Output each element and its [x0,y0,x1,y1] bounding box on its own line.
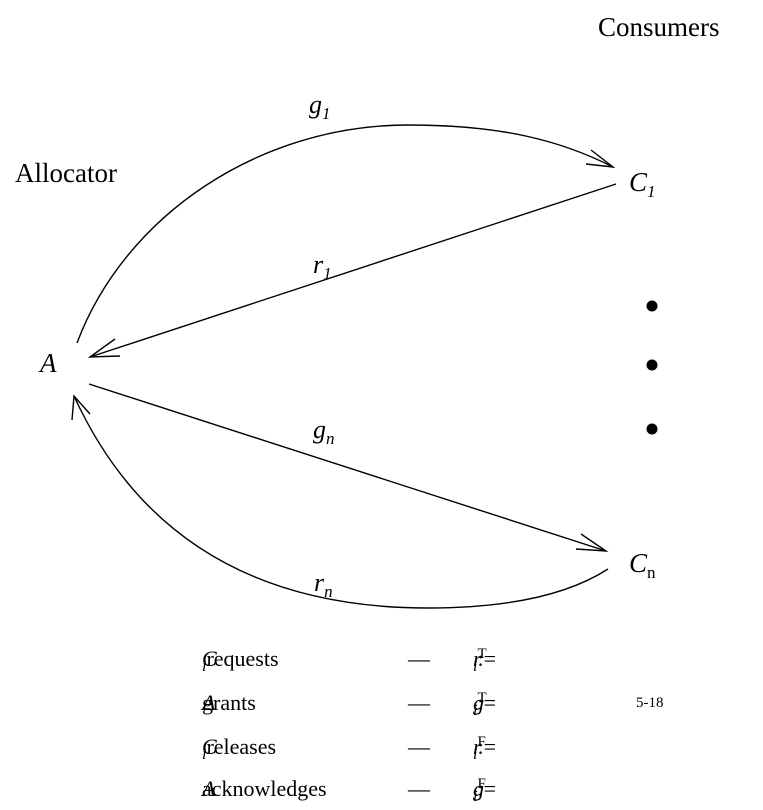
node-consumer-first: C1 [629,167,656,201]
edge-rn [73,395,609,609]
arrowhead-g1 [585,149,616,168]
consumers-heading: Consumers [598,12,720,42]
edge-label-rn-main: r [314,568,325,597]
arrowhead-rn [71,394,91,421]
edge-r1 [89,183,617,358]
node-allocator: A [40,348,57,378]
node-consumer-last: Cn [629,548,656,582]
allocator-heading: Allocator [15,158,117,188]
edge-label-g1-main: g [309,90,322,119]
ellipsis-dot-1 [646,300,658,312]
edge-label-rn: rn [314,568,333,601]
arrowhead-r1 [87,338,121,358]
ellipsis-dot-3 [646,423,658,435]
legend-dash: — [408,734,430,759]
edge-label-r1: r1 [313,250,332,283]
node-consumer-last-sub: n [647,563,656,582]
node-consumer-first-main: C [629,167,648,197]
node-consumer-first-sub: 1 [647,182,656,201]
edge-label-gn-main: g [313,415,326,444]
edge-label-r1-sub: 1 [323,264,332,283]
edge-label-gn-sub: n [326,429,335,448]
edge-g1 [76,124,614,344]
legend-dash: — [408,776,430,801]
legend-dash: — [408,690,430,715]
edge-label-gn: gn [313,415,335,448]
edge-label-r1-main: r [313,250,324,279]
edge-label-rn-sub: n [324,582,333,601]
edge-label-g1: g1 [309,90,331,123]
page-number: 5-18 [636,695,664,711]
ellipsis-dot-2 [646,359,658,371]
legend-dash: — [408,646,430,671]
arrowhead-gn [575,533,609,552]
node-consumer-last-main: C [629,548,648,578]
edge-gn [88,383,607,552]
edge-label-g1-sub: 1 [322,104,331,123]
